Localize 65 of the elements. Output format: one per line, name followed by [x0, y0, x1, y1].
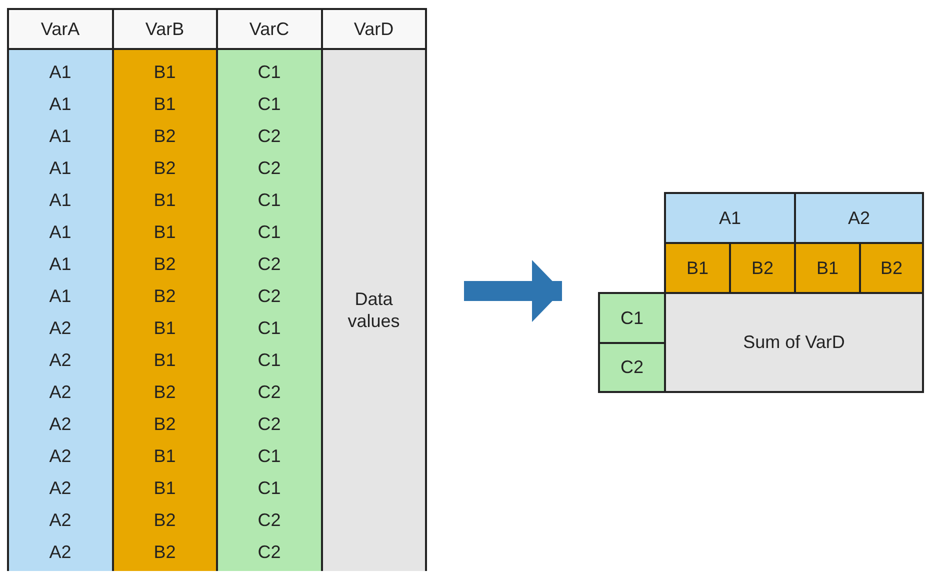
table-cell-text: B1 [154, 93, 176, 115]
table-cell-text: B2 [154, 157, 176, 179]
header-cell: A1 [664, 192, 796, 244]
table-cell-text: B2 [154, 413, 176, 435]
table-cell-text: B1 [154, 61, 176, 83]
table-cell-text: C2 [258, 413, 281, 435]
table-cell-text: C1 [258, 317, 281, 339]
table-cell-text: A1 [49, 221, 72, 243]
table-cell-text: B1 [154, 221, 176, 243]
table-cell-text: C2 [258, 253, 281, 275]
header-cell: A2 [794, 192, 924, 244]
table-cell-text: C2 [258, 381, 281, 403]
table-cell-text: C2 [258, 157, 281, 179]
table-cell-text: A1 [49, 285, 72, 307]
value-cell: Sum of VarD [664, 292, 924, 393]
table-cell-text: A2 [49, 541, 72, 563]
table-cell-text: A1 [49, 125, 72, 147]
table-cell-text: C1 [258, 221, 281, 243]
header-cell: C1 [598, 292, 666, 344]
table-cell-text: C2 [258, 125, 281, 147]
table-cell-text: B1 [154, 445, 176, 467]
header-cell: B1 [794, 242, 861, 294]
pivot-table [598, 192, 924, 393]
table-cell-text: A2 [49, 477, 72, 499]
table-cell-text: C2 [258, 285, 281, 307]
table-cell-text: C1 [258, 189, 281, 211]
table-cell-text: C2 [258, 509, 281, 531]
table-cell-text: Data values [346, 288, 401, 332]
source-table [7, 8, 426, 571]
table-cell-text: A1 [49, 93, 72, 115]
table-cell-text: B1 [154, 189, 176, 211]
table-cell-text: A1 [49, 189, 72, 211]
table-cell-text: C1 [258, 477, 281, 499]
table-cell-text: A2 [49, 381, 72, 403]
table-cell-text: C2 [258, 541, 281, 563]
header-cell: B2 [729, 242, 796, 294]
arrow [464, 260, 562, 322]
column-header: VarC [216, 8, 322, 50]
table-cell-text: B1 [154, 349, 176, 371]
header-cell: B1 [664, 242, 731, 294]
header-cell: B2 [859, 242, 924, 294]
table-cell-text: A2 [49, 413, 72, 435]
table-cell-text: A1 [49, 253, 72, 275]
table-cell-text: A2 [49, 317, 72, 339]
column-header: VarB [112, 8, 218, 50]
table-cell-text: C1 [258, 445, 281, 467]
table-cell-text: A2 [49, 445, 72, 467]
table-cell-text: C1 [258, 93, 281, 115]
table-cell-text: C1 [258, 61, 281, 83]
table-cell-text: A1 [49, 61, 72, 83]
table-cell-text: C1 [258, 349, 281, 371]
table-cell-text: A2 [49, 509, 72, 531]
table-cell-text: B2 [154, 509, 176, 531]
table-cell-text: A1 [49, 157, 72, 179]
table-cell-text: B2 [154, 541, 176, 563]
table-cell-text: B1 [154, 317, 176, 339]
table-cell-text: B2 [154, 285, 176, 307]
table-cell-text: B2 [154, 381, 176, 403]
table-cell-text: A2 [49, 349, 72, 371]
table-cell-text: B2 [154, 253, 176, 275]
table-cell-text: B2 [154, 125, 176, 147]
header-cell: C2 [598, 342, 666, 393]
column-header: VarA [7, 8, 114, 50]
table-cell-text: B1 [154, 477, 176, 499]
column-header: VarD [320, 8, 427, 50]
